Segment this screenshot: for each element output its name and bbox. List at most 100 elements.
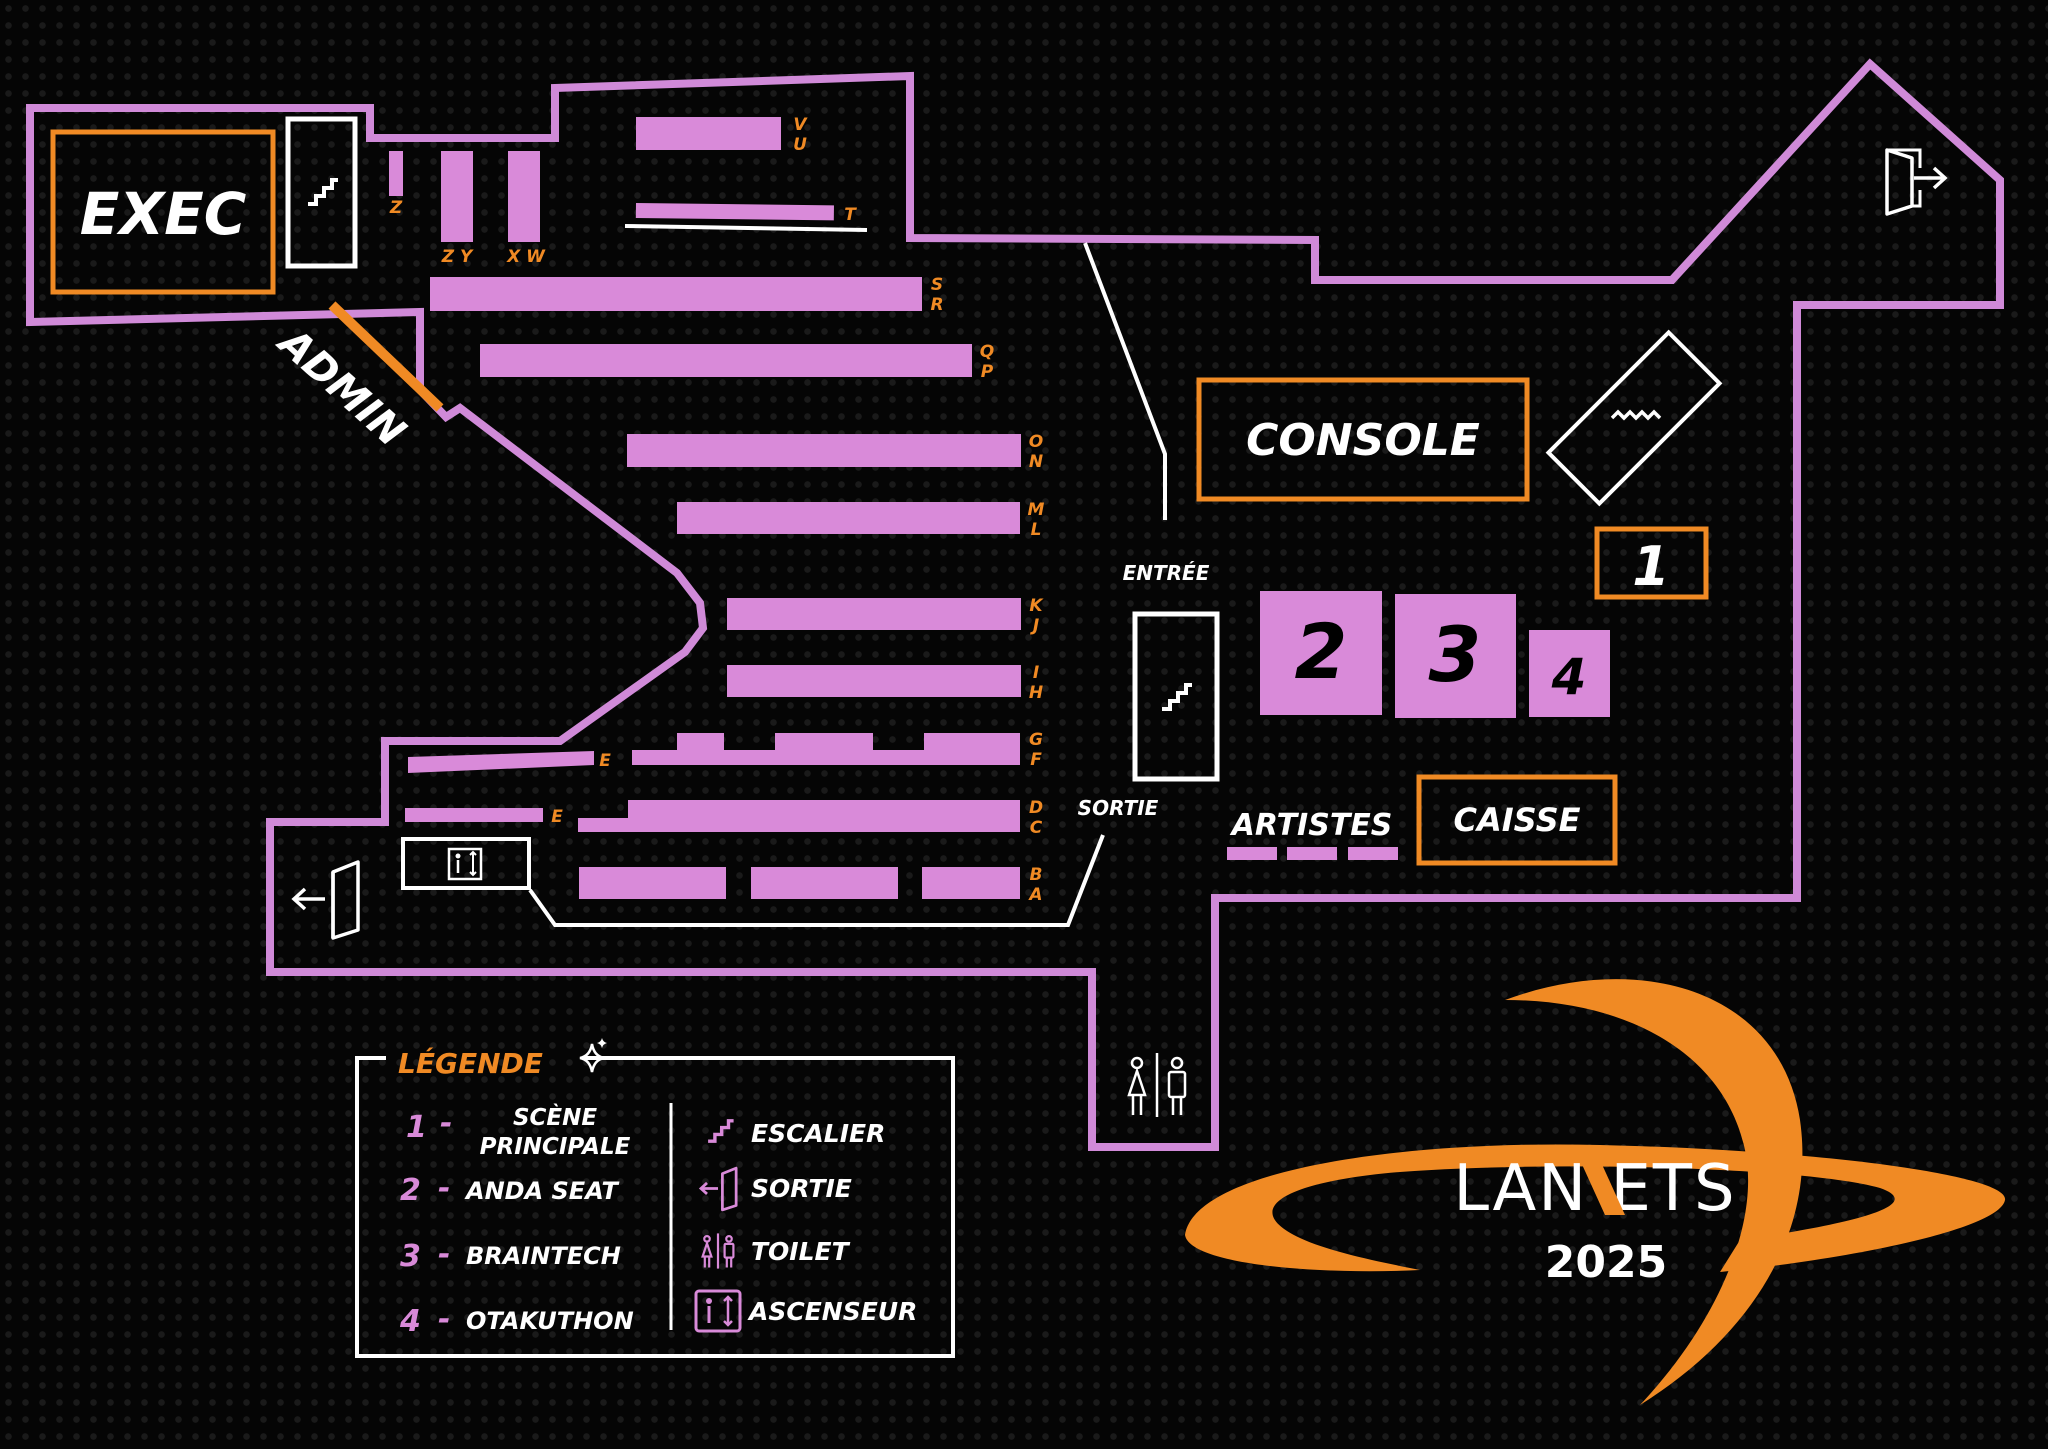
row-ml[interactable] [677,502,1020,534]
artiste-table-1[interactable] [1227,847,1277,860]
stage-2-label: 2 [1295,607,1348,696]
row-label-j: J [1030,616,1039,636]
row-label-z-small: Z [389,198,403,218]
row-label-zy: Z Y [441,247,474,267]
row-xw[interactable] [508,151,540,242]
console-room[interactable] [1196,377,1530,502]
row-ba-1[interactable] [579,867,726,899]
caisse-room[interactable] [1416,774,1618,866]
row-ba-3[interactable] [922,867,1020,899]
legend-label-3: BRAINTECH [466,1242,621,1270]
row-label-d: D [1029,798,1043,818]
row-label-t: T [844,205,857,225]
building-outline [26,58,2004,1151]
row-kj[interactable] [727,598,1021,630]
admin-label: ADMIN [268,318,414,456]
logo-crescent [1505,979,1803,1405]
legend-label-1b: PRINCIPALE [480,1134,631,1160]
logo-orbit-ellipse [1185,1144,2006,1272]
legend-stairs-icon [706,1119,736,1143]
stage-3[interactable] [1395,594,1516,718]
row-label-a: A [1027,885,1042,905]
sparkle-icon [579,1038,607,1073]
row-label-v: V [793,115,808,135]
legend-label-escalier: ESCALIER [751,1119,885,1148]
legend-label-ascenseur: ASCENSEUR [747,1297,917,1326]
stage-1-label: 1 [1632,535,1670,598]
lan-ets-logo: LAN ETS 2025 [1185,979,2006,1405]
legend: LÉGENDE 1 - SCÈNE PRINCIPALE 2 - ANDA SE… [355,1038,955,1358]
row-label-h: H [1029,683,1043,703]
front-line [528,834,1105,927]
row-e1[interactable] [408,751,594,773]
legend-label-4: OTAKUTHON [466,1307,634,1335]
logo-x-mark [1580,1160,1625,1215]
stage-3-label: 3 [1429,610,1482,699]
exec-room[interactable] [50,129,276,295]
legend-num-4: 4 [399,1304,421,1339]
row-label-m: M [1028,500,1045,520]
legend-label-2: ANDA SEAT [464,1177,619,1205]
stairs-center [1132,611,1220,782]
stage-1[interactable] [1594,526,1709,600]
row-label-l: L [1031,520,1042,540]
stairs-top-left [285,116,358,269]
row-label-e2: E [551,807,563,827]
legend-num-2: 2 [400,1173,421,1208]
caisse-label: CAISSE [1454,801,1581,839]
legend-title: LÉGENDE [398,1046,543,1080]
row-label-n: N [1029,452,1043,472]
legend-exit-icon [698,1166,738,1212]
stage-4[interactable] [1529,630,1610,717]
stage-4-label: 4 [1551,648,1587,706]
row-label-e1: E [599,751,611,771]
row-on[interactable] [627,434,1021,467]
legend-label-toilet: TOILET [751,1237,851,1266]
artiste-table-3[interactable] [1348,847,1398,860]
row-e2[interactable] [405,808,543,822]
row-vu[interactable] [636,117,781,150]
admin-wall [328,301,444,412]
row-label-c: C [1030,818,1043,838]
artiste-table-2[interactable] [1287,847,1337,860]
legend-label-sortie: SORTIE [751,1174,852,1203]
row-zy[interactable] [441,151,473,242]
entrance-line [1083,242,1167,520]
legend-num-1: 1 [406,1110,427,1145]
exit-icon-right [1885,148,1948,216]
row-ba-2[interactable] [751,867,898,899]
row-label-p: P [981,362,994,382]
exec-label: EXEC [80,180,247,248]
artistes-label: ARTISTES [1230,808,1393,843]
legend-elevator-icon [694,1289,742,1333]
row-label-o: O [1029,432,1043,452]
exit-icon-left [291,860,360,940]
stairs-icon-center [1160,683,1194,711]
row-z-small[interactable] [389,151,403,196]
row-label-s: S [931,275,943,295]
row-label-b: B [1030,865,1043,885]
row-t[interactable] [635,202,834,221]
row-label-i: I [1033,663,1039,683]
sortie-label: SORTIE [1078,796,1159,820]
row-ih[interactable] [727,665,1021,697]
row-label-r: R [930,295,943,315]
toilet-icon [1127,1053,1187,1117]
entree-label: ENTRÉE [1123,561,1210,585]
elevator-icon [447,847,483,881]
row-label-xw: X W [506,247,546,267]
row-label-q: Q [980,342,994,362]
row-qp[interactable] [480,344,972,377]
stage-2[interactable] [1260,591,1382,715]
legend-dash-2: - [438,1171,450,1206]
row-dc[interactable] [578,800,1020,832]
stairs-icon [306,178,340,206]
row-label-g: G [1029,730,1043,750]
row-sr[interactable] [430,277,922,311]
row-label-f: F [1030,750,1042,770]
main-stage-structure [1545,329,1723,507]
row-gf[interactable] [632,733,1020,765]
row-t-underline [624,224,868,232]
legend-label-1a: SCÈNE [513,1103,597,1131]
